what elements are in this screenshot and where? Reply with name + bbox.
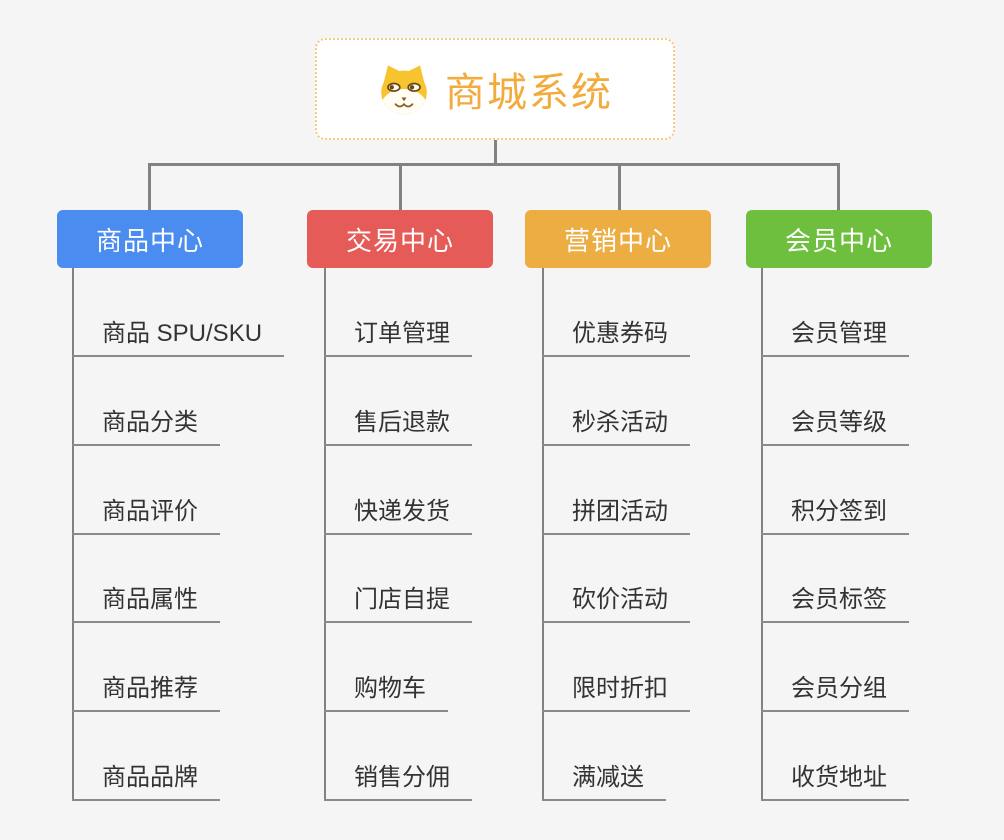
connector-line [494,140,497,166]
branch-trade-center[interactable]: 交易中心 [307,210,493,268]
root-topic-title: 商城系统 [445,71,613,115]
branch-marketing-center[interactable]: 营销中心 [525,210,711,268]
child-topic[interactable]: 订单管理 [324,319,472,357]
child-topic[interactable]: 限时折扣 [542,674,690,712]
child-topic[interactable]: 快递发货 [324,497,472,535]
child-topic[interactable]: 会员管理 [761,319,909,357]
child-topic[interactable]: 商品评价 [72,497,220,535]
child-topic[interactable]: 售后退款 [324,408,472,446]
child-topic[interactable]: 秒杀活动 [542,408,690,446]
child-topic[interactable]: 购物车 [324,674,448,712]
child-topic[interactable]: 积分签到 [761,497,909,535]
connector-line [837,163,840,210]
child-topic[interactable]: 满减送 [542,763,666,801]
branch-member-center[interactable]: 会员中心 [746,210,932,268]
child-topic[interactable]: 会员等级 [761,408,909,446]
connector-line [399,163,402,210]
child-topic[interactable]: 砍价活动 [542,585,690,623]
branch-product-center[interactable]: 商品中心 [57,210,243,268]
child-topic[interactable]: 优惠券码 [542,319,690,357]
connector-line [148,163,151,210]
child-topic[interactable]: 门店自提 [324,585,472,623]
child-topic[interactable]: 商品品牌 [72,763,220,801]
child-topic[interactable]: 会员分组 [761,674,909,712]
child-topic[interactable]: 商品推荐 [72,674,220,712]
child-topic[interactable]: 拼团活动 [542,497,690,535]
child-topic[interactable]: 收货地址 [761,763,909,801]
child-topic[interactable]: 会员标签 [761,585,909,623]
connector-line [148,163,840,166]
child-topic[interactable]: 商品 SPU/SKU [72,319,285,357]
connector-line [618,163,621,210]
root-topic[interactable]: 商城系统 [315,38,675,140]
child-topic[interactable]: 商品属性 [72,585,220,623]
child-topic[interactable]: 商品分类 [72,408,220,446]
shiba-dog-icon [381,65,427,115]
child-topic[interactable]: 销售分佣 [324,763,472,801]
